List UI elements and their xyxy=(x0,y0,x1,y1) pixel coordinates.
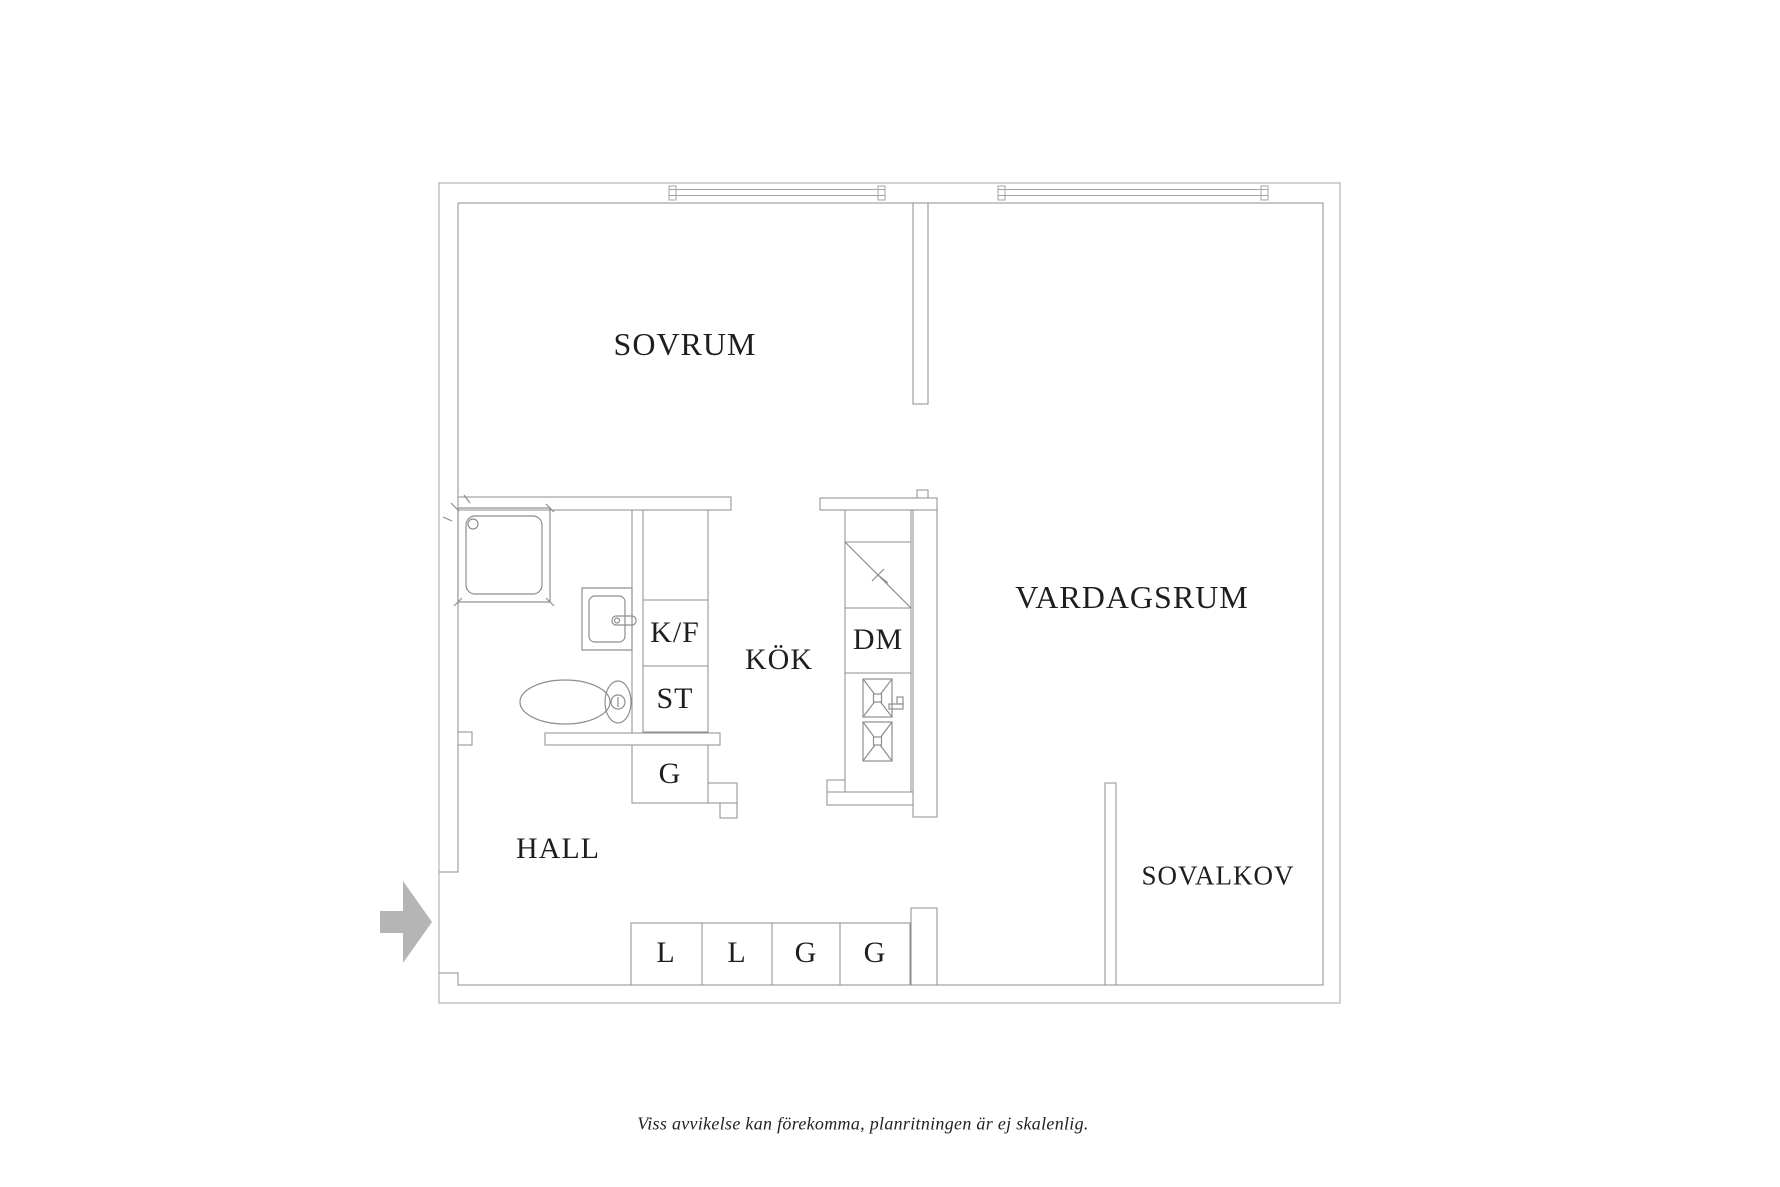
wardrobe-label-g1: G xyxy=(794,936,818,969)
room-label-kok: KÖK xyxy=(745,643,813,676)
fixture-label-st: ST xyxy=(656,682,694,715)
kitchen-sinks-icon xyxy=(862,678,904,762)
wardrobe-label-l2: L xyxy=(727,936,747,969)
room-label-vardagsrum: VARDAGSRUM xyxy=(1015,579,1249,615)
disclaimer-caption: Viss avvikelse kan förekomma, planritnin… xyxy=(637,1113,1089,1134)
fixture-label-g: G xyxy=(658,757,682,790)
interior-walls xyxy=(457,202,1117,986)
fixture-label-kf: K/F xyxy=(650,616,700,649)
tall-cabinet-icon xyxy=(844,541,912,609)
wardrobe-label-l1: L xyxy=(656,936,676,969)
shower-icon xyxy=(442,494,555,607)
toilet-icon xyxy=(519,679,632,725)
entry-arrow-icon xyxy=(380,881,432,963)
wardrobe-label-g2: G xyxy=(863,936,887,969)
kitchen-counter xyxy=(844,509,912,793)
room-label-hall: HALL xyxy=(516,832,600,865)
room-label-sovalkov: SOVALKOV xyxy=(1141,860,1295,891)
window-icon xyxy=(668,185,1269,201)
room-label-sovrum: SOVRUM xyxy=(613,326,757,362)
fixture-label-dm: DM xyxy=(852,623,904,656)
hand-sink-icon xyxy=(581,587,637,651)
